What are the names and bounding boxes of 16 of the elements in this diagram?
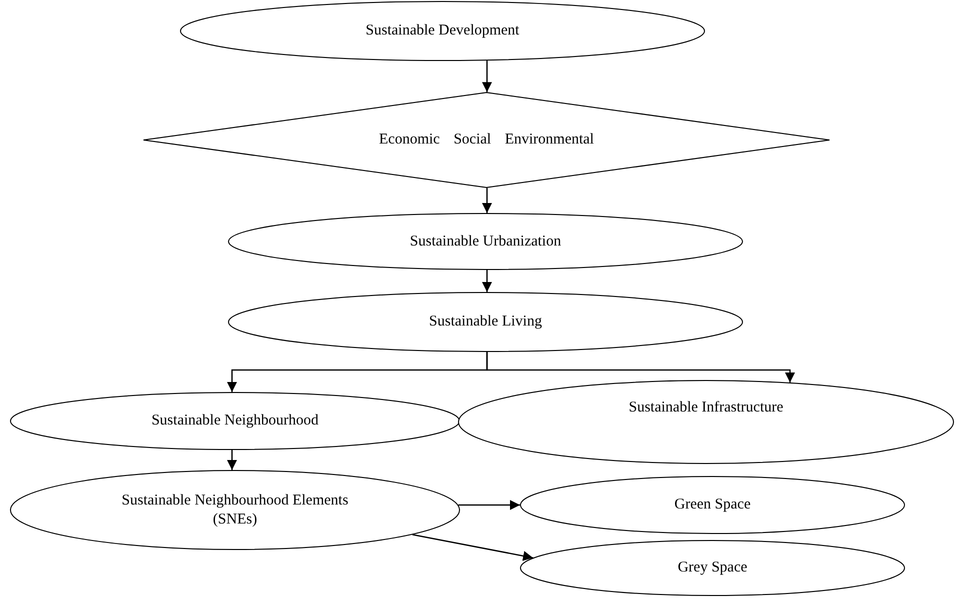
node-label: Sustainable Neighbourhood [150, 412, 320, 430]
node-label: Sustainable Development [364, 22, 520, 40]
arrow [458, 500, 520, 510]
arrow [482, 270, 492, 292]
arrow [482, 188, 492, 213]
arrow [412, 534, 534, 561]
arrow [482, 60, 492, 92]
arrow [486, 352, 795, 382]
node-label: Sustainable Urbanization [408, 232, 562, 251]
arrow [227, 450, 237, 470]
node-label: Grey Space [676, 558, 748, 578]
node-label: Sustainable Living [428, 312, 543, 332]
node-label: Economic Social Environmental [378, 130, 595, 150]
node-label: Sustainable Infrastructure [628, 398, 784, 418]
node-label: Sustainable Neighbourhood Elements (SNEs) [120, 491, 350, 529]
node-label: Green Space [673, 496, 752, 514]
